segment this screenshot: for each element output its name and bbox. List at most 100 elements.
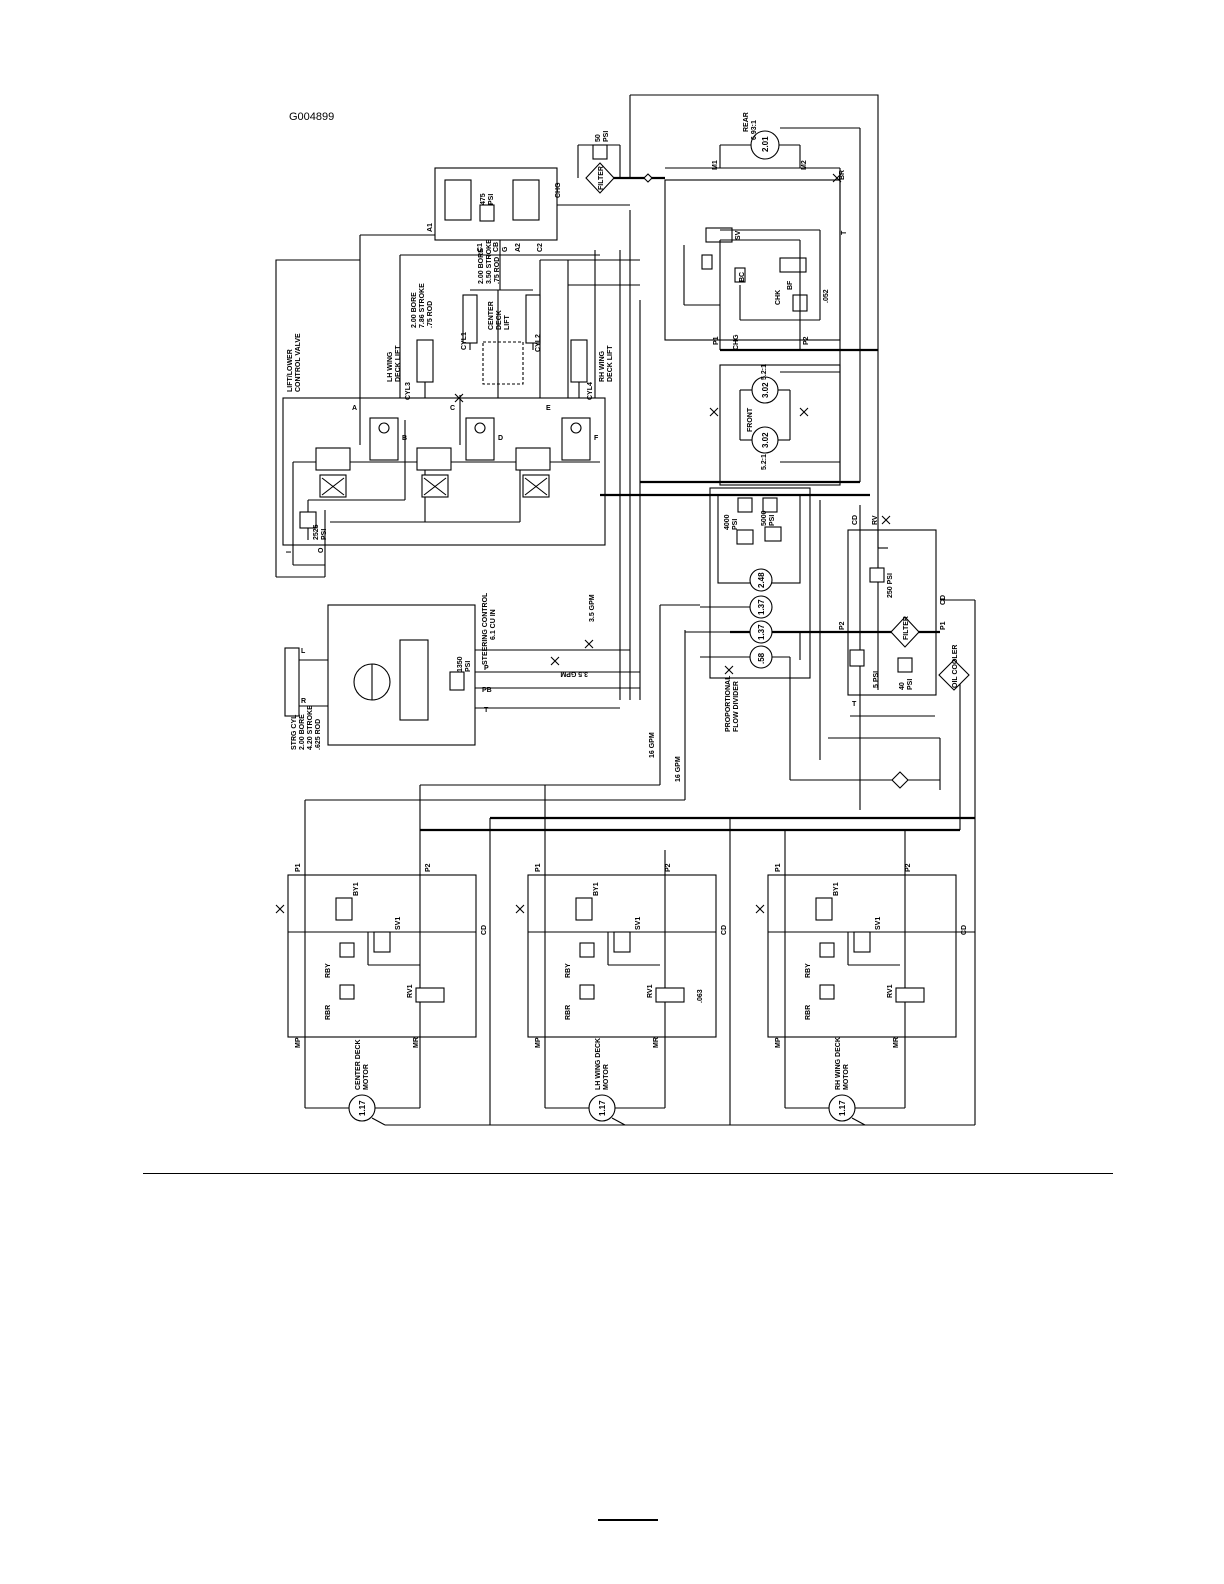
port-by1-rh: BY1 bbox=[833, 882, 840, 896]
label-1350: 1350 bbox=[457, 656, 464, 672]
port-c: C bbox=[450, 405, 455, 412]
port-bf: BF bbox=[787, 280, 794, 290]
port-rby-lh: RBY bbox=[565, 963, 572, 978]
label-lh-stroke: 7.86 STROKE bbox=[419, 283, 426, 328]
port-sv: SV bbox=[735, 230, 742, 240]
label-center-rod: .75 ROD bbox=[494, 257, 501, 284]
label-filter: FILTER bbox=[598, 166, 605, 190]
label-strg-rod: .625 ROD bbox=[315, 719, 322, 750]
deck-motor-circuit-rh bbox=[767, 874, 975, 1126]
port-c2: C2 bbox=[537, 243, 544, 252]
port-a1: A1 bbox=[427, 223, 434, 232]
port-m1: M1 bbox=[712, 160, 719, 170]
label-16gpm-b: 16 GPM bbox=[675, 756, 682, 782]
port-o: O bbox=[318, 547, 325, 553]
port-g: G bbox=[502, 246, 509, 252]
front-wheel-motors bbox=[719, 364, 841, 486]
footer-rule bbox=[143, 1173, 1113, 1174]
label-16gpm-a: 16 GPM bbox=[649, 732, 656, 758]
label-250psi: 250 PSI bbox=[887, 573, 894, 598]
deck-motor-circuit-lh bbox=[527, 874, 717, 1126]
label-40-psi: PSI bbox=[907, 679, 914, 690]
port-t-traction: T bbox=[841, 230, 848, 235]
port-cd-lh: CD bbox=[721, 925, 728, 935]
label-pump-137-b: 1.37 bbox=[757, 624, 766, 640]
port-rby-rh: RBY bbox=[805, 963, 812, 978]
label-rh-wing: RH WING bbox=[599, 350, 606, 382]
label-4000-psi: PSI bbox=[732, 519, 739, 530]
port-t: T bbox=[484, 707, 489, 714]
label-lh-rod: .75 ROD bbox=[427, 301, 434, 328]
label-center-motor: MOTOR bbox=[363, 1064, 370, 1090]
deck-lift-cylinders bbox=[416, 289, 588, 398]
port-p1-center: P1 bbox=[295, 863, 302, 872]
port-rv1-center: RV1 bbox=[407, 984, 414, 998]
port-p: P bbox=[484, 665, 489, 672]
label-50-psi: PSI bbox=[603, 131, 610, 142]
label-front: FRONT bbox=[747, 407, 754, 432]
label-50: 50 bbox=[595, 134, 602, 142]
port-rbr-lh: RBR bbox=[565, 1005, 572, 1020]
port-l: L bbox=[301, 648, 306, 655]
label-pump-248: 2.48 bbox=[757, 572, 766, 588]
label-pump-302-a: 3.02 bbox=[761, 382, 770, 398]
label-orifice-063: .063 bbox=[697, 989, 704, 1003]
deck-motor-circuit-center bbox=[287, 874, 490, 1126]
port-cd-rh: CD bbox=[961, 925, 968, 935]
port-c1: C1 bbox=[477, 243, 484, 252]
port-t-right: T bbox=[852, 701, 857, 708]
port-sv1-lh: SV1 bbox=[635, 917, 642, 930]
counterbalance-valve bbox=[360, 167, 640, 290]
label-oil-cooler: OIL COOLER bbox=[952, 645, 959, 688]
label-rear: REAR bbox=[743, 112, 750, 132]
port-cd-right: CD bbox=[940, 595, 947, 605]
label-475: 475 bbox=[480, 193, 487, 205]
port-m2: M2 bbox=[801, 160, 808, 170]
label-steering-control: STEERING CONTROL bbox=[482, 592, 489, 665]
label-strg-bore: 2.00 BORE bbox=[299, 714, 306, 750]
label-motor-117-a: 1.17 bbox=[358, 1100, 367, 1116]
main-lines bbox=[275, 94, 976, 1126]
port-p2-center: P2 bbox=[425, 863, 432, 872]
label-rh-deck-lift: DECK LIFT bbox=[607, 345, 614, 382]
port-cb: CB bbox=[493, 242, 500, 252]
label-475-psi: PSI bbox=[488, 194, 495, 205]
port-br: BR bbox=[839, 170, 846, 180]
label-2525-psi: PSI bbox=[321, 529, 328, 540]
label-4000: 4000 bbox=[724, 514, 731, 530]
port-rv: RV bbox=[872, 515, 879, 525]
label-2525: 2525 bbox=[313, 524, 320, 540]
port-mr-lh: MR bbox=[653, 1037, 660, 1048]
port-cd-top: CD bbox=[852, 515, 859, 525]
label-lh-bore: 2.00 BORE bbox=[411, 292, 418, 328]
port-mr-center: MR bbox=[413, 1037, 420, 1048]
label-lh-wing: LH WING bbox=[387, 351, 394, 382]
port-mp-rh: MP bbox=[775, 1037, 782, 1048]
port-d: D bbox=[498, 435, 503, 442]
port-a: A bbox=[352, 405, 357, 412]
port-r: R bbox=[301, 698, 306, 705]
port-chg-top: CHG bbox=[555, 182, 562, 198]
port-rv1-lh: RV1 bbox=[647, 984, 654, 998]
label-front-ratio-top: 5.2:1 bbox=[761, 364, 768, 380]
label-deck: DECK bbox=[496, 310, 503, 330]
label-pump-137-a: 1.37 bbox=[757, 599, 766, 615]
port-e: E bbox=[546, 405, 551, 412]
label-center-stroke: 3.50 STROKE bbox=[486, 239, 493, 284]
label-center-deck: CENTER DECK bbox=[355, 1039, 362, 1090]
label-strg-stroke: 4.20 STROKE bbox=[307, 705, 314, 750]
label-5000: 5000 bbox=[761, 510, 768, 526]
top-filter bbox=[577, 144, 653, 194]
port-mp-center: MP bbox=[295, 1037, 302, 1048]
port-cd-center: CD bbox=[481, 925, 488, 935]
label-rh-wing-deck: RH WING DECK bbox=[835, 1037, 842, 1090]
label-lift: LIFT bbox=[504, 315, 511, 330]
port-by1-center: BY1 bbox=[353, 882, 360, 896]
port-cyl2: CYL2 bbox=[535, 334, 542, 352]
label-center: CENTER bbox=[488, 301, 495, 330]
label-motor-117-c: 1.17 bbox=[838, 1100, 847, 1116]
port-cyl3: CYL3 bbox=[405, 382, 412, 400]
port-f: F bbox=[594, 435, 599, 442]
label-pump-302-b: 3.02 bbox=[761, 432, 770, 448]
port-rby-center: RBY bbox=[325, 963, 332, 978]
